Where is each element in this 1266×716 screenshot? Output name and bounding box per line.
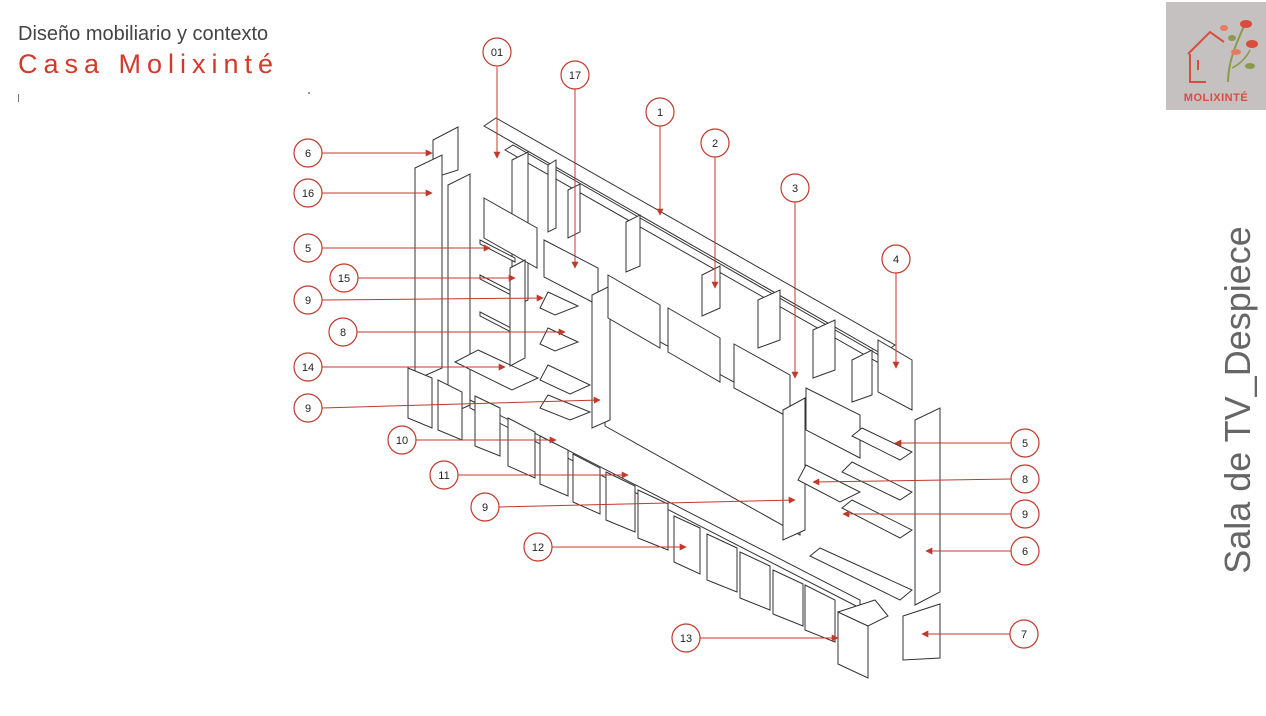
callout-6-right: 6	[925, 536, 1040, 566]
header: Diseño mobiliario y contexto Casa Molixi…	[18, 22, 358, 80]
callout-label: 1	[657, 107, 663, 119]
logo-text: MOLIXINTÉ	[1183, 92, 1249, 104]
callout-01: 01	[482, 37, 512, 159]
callout-label: 17	[569, 70, 581, 82]
callout-5-right: 5	[894, 428, 1040, 458]
callout-7: 7	[921, 619, 1039, 649]
callout-9-lower-left: 9	[293, 393, 601, 423]
callout-label: 5	[305, 243, 311, 255]
furniture-exploded-view	[407, 117, 941, 679]
panel-7	[902, 603, 941, 661]
callout-14: 14	[293, 352, 506, 382]
callout-layer: 01 17 1 2 3 4	[293, 37, 1040, 653]
brand-logo: MOLIXINTÉ	[1166, 2, 1266, 110]
callout-label: 9	[305, 295, 311, 307]
callout-label: 3	[792, 183, 798, 195]
callout-label: 8	[340, 327, 346, 339]
callout-1: 1	[645, 97, 675, 216]
callout-label: 13	[680, 633, 692, 645]
header-rule	[18, 94, 19, 102]
callout-17: 17	[560, 60, 590, 269]
callout-16: 16	[293, 178, 433, 208]
panel-16	[414, 154, 443, 381]
callout-label: 6	[1022, 546, 1028, 558]
callout-label: 01	[491, 47, 503, 59]
house-leaves-icon	[1187, 20, 1258, 83]
callout-6-left: 6	[293, 138, 433, 168]
callout-label: 14	[302, 362, 314, 374]
callout-9-center: 9	[470, 492, 796, 522]
callout-label: 6	[305, 148, 311, 160]
callout-label: 9	[1022, 509, 1028, 521]
callout-4: 4	[881, 244, 911, 369]
callout-label: 4	[893, 254, 899, 266]
callout-label: 15	[338, 273, 350, 285]
callout-label: 12	[532, 542, 544, 554]
panel-4	[851, 349, 873, 403]
callout-label: 9	[305, 403, 311, 415]
callout-5-left: 5	[293, 233, 491, 263]
callout-label: 9	[482, 502, 488, 514]
header-mark	[308, 92, 310, 94]
callout-13: 13	[671, 623, 839, 653]
callout-8-right: 8	[812, 464, 1040, 494]
callout-label: 16	[302, 188, 314, 200]
callout-label: 2	[712, 138, 718, 150]
callout-10: 10	[387, 425, 557, 455]
callout-2: 2	[700, 128, 730, 289]
callout-label: 7	[1021, 629, 1027, 641]
callout-3: 3	[780, 173, 810, 379]
panel-6-right	[914, 407, 941, 606]
page-title: Casa Molixinté	[18, 49, 280, 79]
callout-11: 11	[429, 460, 629, 490]
callout-label: 8	[1022, 474, 1028, 486]
callout-12: 12	[523, 532, 687, 562]
callout-label: 11	[438, 470, 449, 482]
callout-9-upper-left: 9	[293, 285, 544, 315]
page-subtitle: Diseño mobiliario y contexto	[18, 23, 269, 45]
callout-label: 5	[1022, 438, 1028, 450]
callout-9-right: 9	[842, 499, 1040, 529]
callout-15: 15	[329, 263, 516, 293]
callout-8-left: 8	[328, 317, 566, 347]
callout-label: 10	[396, 435, 408, 447]
